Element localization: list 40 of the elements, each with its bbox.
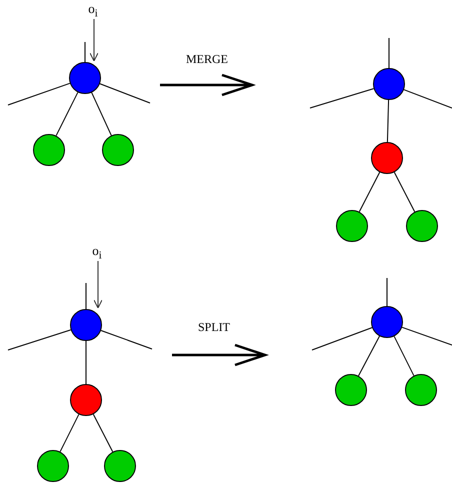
connector-line — [358, 336, 380, 376]
circle-node — [371, 142, 403, 174]
connector-line — [92, 414, 114, 452]
operator-label: o$_{i}$ — [90, 244, 104, 260]
operation-label: MERGE — [186, 52, 228, 67]
arrow — [90, 18, 98, 62]
connector-line — [394, 336, 414, 376]
circle-node — [37, 450, 69, 482]
connector-line — [312, 327, 372, 350]
connector-line — [310, 88, 374, 108]
circle-node — [70, 384, 102, 416]
connector-line — [56, 92, 78, 136]
circle-node — [373, 68, 405, 100]
circle-node — [335, 374, 367, 406]
connector-line — [394, 172, 416, 212]
arrow — [94, 260, 102, 308]
connector-line — [358, 172, 380, 212]
connector-line — [403, 89, 452, 108]
connector-line — [386, 100, 390, 142]
connector-line — [8, 82, 70, 106]
connector-line — [60, 414, 80, 452]
connector-line — [84, 42, 86, 62]
connector-line — [402, 326, 452, 346]
circle-node — [70, 309, 102, 341]
connector-line — [8, 329, 72, 350]
circle-node — [406, 210, 438, 242]
connector-line — [388, 38, 390, 68]
connector-line — [91, 92, 112, 136]
connector-line — [100, 330, 152, 350]
operator-label: o$_{i}$ — [86, 2, 100, 18]
circle-node — [33, 134, 65, 166]
circle-node — [405, 374, 437, 406]
circle-node — [69, 62, 101, 94]
circle-node — [336, 210, 368, 242]
operation-label: SPLIT — [198, 320, 230, 335]
circle-node — [371, 306, 403, 338]
circle-node — [104, 450, 136, 482]
connector-line — [99, 83, 150, 104]
circle-node — [102, 134, 134, 166]
connector-line — [386, 278, 388, 306]
